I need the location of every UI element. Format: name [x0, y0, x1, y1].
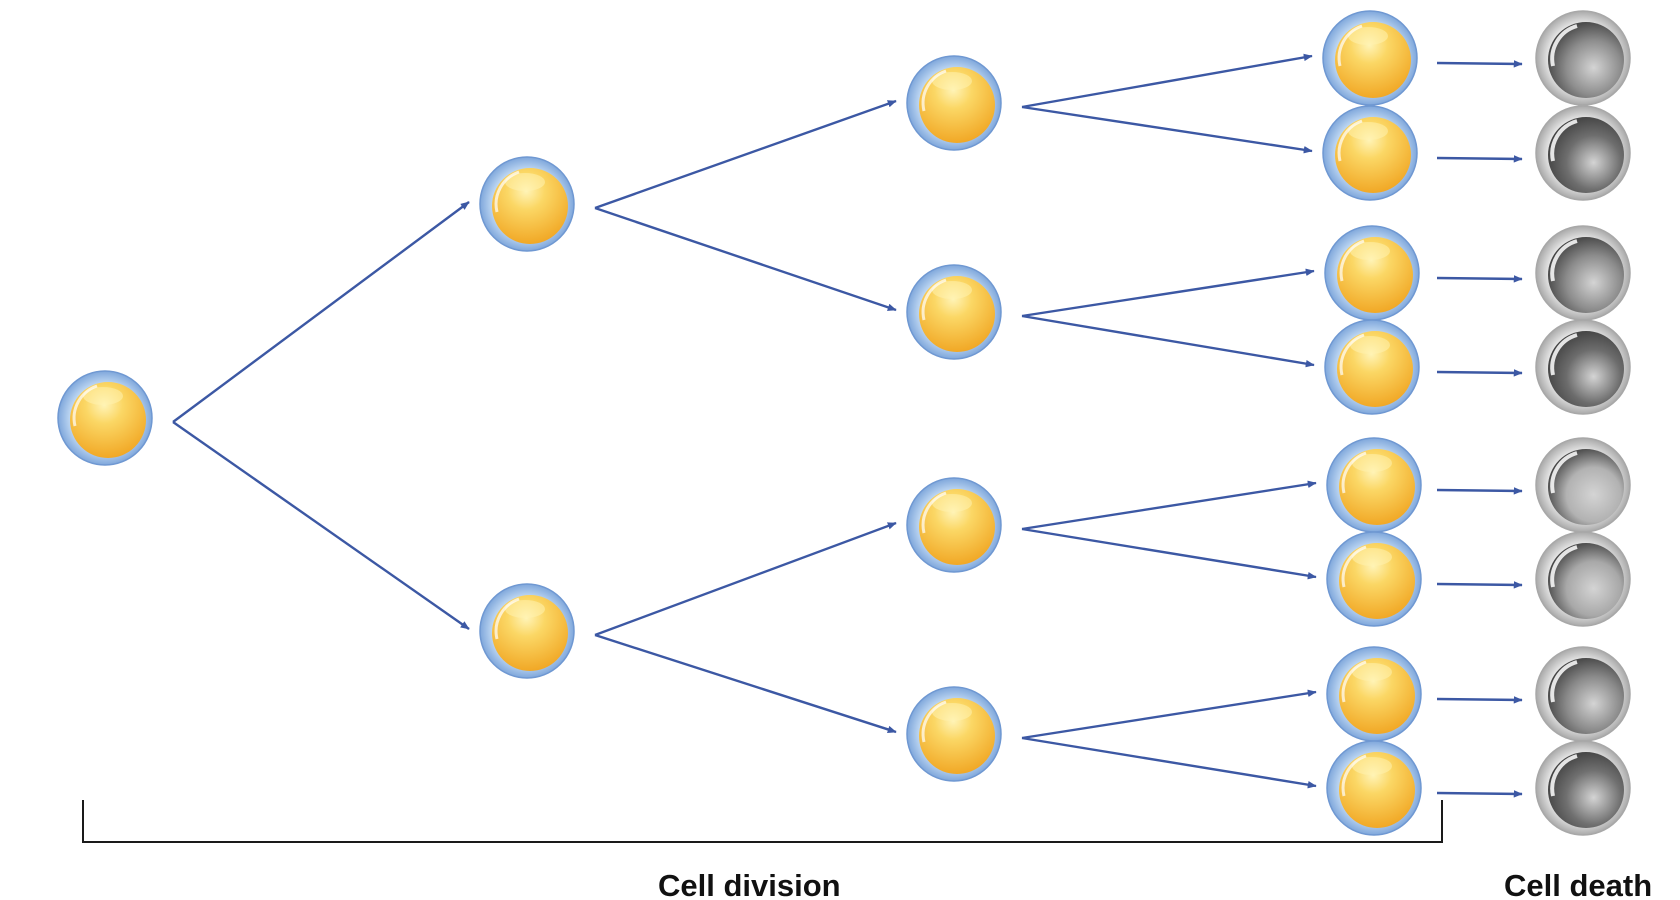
- division-arrow-g3-4: [1021, 314, 1315, 368]
- cell-gen3-8: [1326, 740, 1422, 836]
- division-arrow-g3-2: [1021, 105, 1313, 154]
- dying-cell-8: [1535, 740, 1631, 836]
- cell-gen3-7: [1326, 646, 1422, 742]
- division-bracket: [82, 800, 1443, 843]
- division-arrow-g1-1: [172, 201, 470, 423]
- dying-cell-6: [1535, 531, 1631, 627]
- cell-gen3-6: [1326, 531, 1422, 627]
- cell-gen2-2: [906, 264, 1002, 360]
- cell-gen3-4: [1324, 319, 1420, 415]
- cell-death-label: Cell death: [1504, 868, 1653, 900]
- death-arrow-2: [1436, 155, 1523, 163]
- cell-gen1-1: [479, 156, 575, 252]
- death-arrow-7: [1436, 696, 1523, 704]
- dying-cell-4: [1535, 319, 1631, 415]
- division-arrow-g3-3: [1021, 268, 1315, 318]
- death-arrow-6: [1436, 581, 1523, 589]
- cell-division-label: Cell division: [658, 868, 841, 900]
- division-bracket-line: [82, 800, 1443, 843]
- arrow-layer: [172, 53, 1523, 798]
- dying-cell-2: [1535, 105, 1631, 201]
- cell-gen3-5: [1326, 437, 1422, 533]
- division-arrow-g3-1: [1021, 53, 1313, 109]
- death-arrow-3: [1436, 275, 1523, 283]
- division-arrow-g2-2: [594, 206, 897, 312]
- division-arrow-g1-2: [172, 421, 470, 630]
- parent-cell: [57, 370, 153, 466]
- cell-gen1-2: [479, 583, 575, 679]
- cell-gen2-3: [906, 477, 1002, 573]
- cell-gen3-3: [1324, 225, 1420, 321]
- dying-cell-5: [1535, 437, 1631, 533]
- death-arrow-8: [1436, 790, 1523, 798]
- division-arrow-g3-5: [1021, 480, 1317, 531]
- dying-cell-1: [1535, 10, 1631, 106]
- cell-gen3-2: [1322, 105, 1418, 201]
- division-arrow-g3-7: [1021, 689, 1317, 740]
- dying-cell-7: [1535, 646, 1631, 742]
- cell-gen3-1: [1322, 10, 1418, 106]
- death-arrow-1: [1436, 60, 1523, 68]
- division-arrow-g3-8: [1021, 736, 1317, 789]
- cell-gen2-4: [906, 686, 1002, 782]
- cell-gen2-1: [906, 55, 1002, 151]
- division-arrow-g2-1: [594, 99, 897, 210]
- cell-layer: [57, 10, 1631, 836]
- division-arrow-g3-6: [1021, 527, 1317, 580]
- death-arrow-5: [1436, 487, 1523, 495]
- division-arrow-g2-4: [594, 633, 897, 734]
- death-arrow-4: [1436, 369, 1523, 377]
- dying-cell-3: [1535, 225, 1631, 321]
- division-arrow-g2-3: [594, 521, 897, 637]
